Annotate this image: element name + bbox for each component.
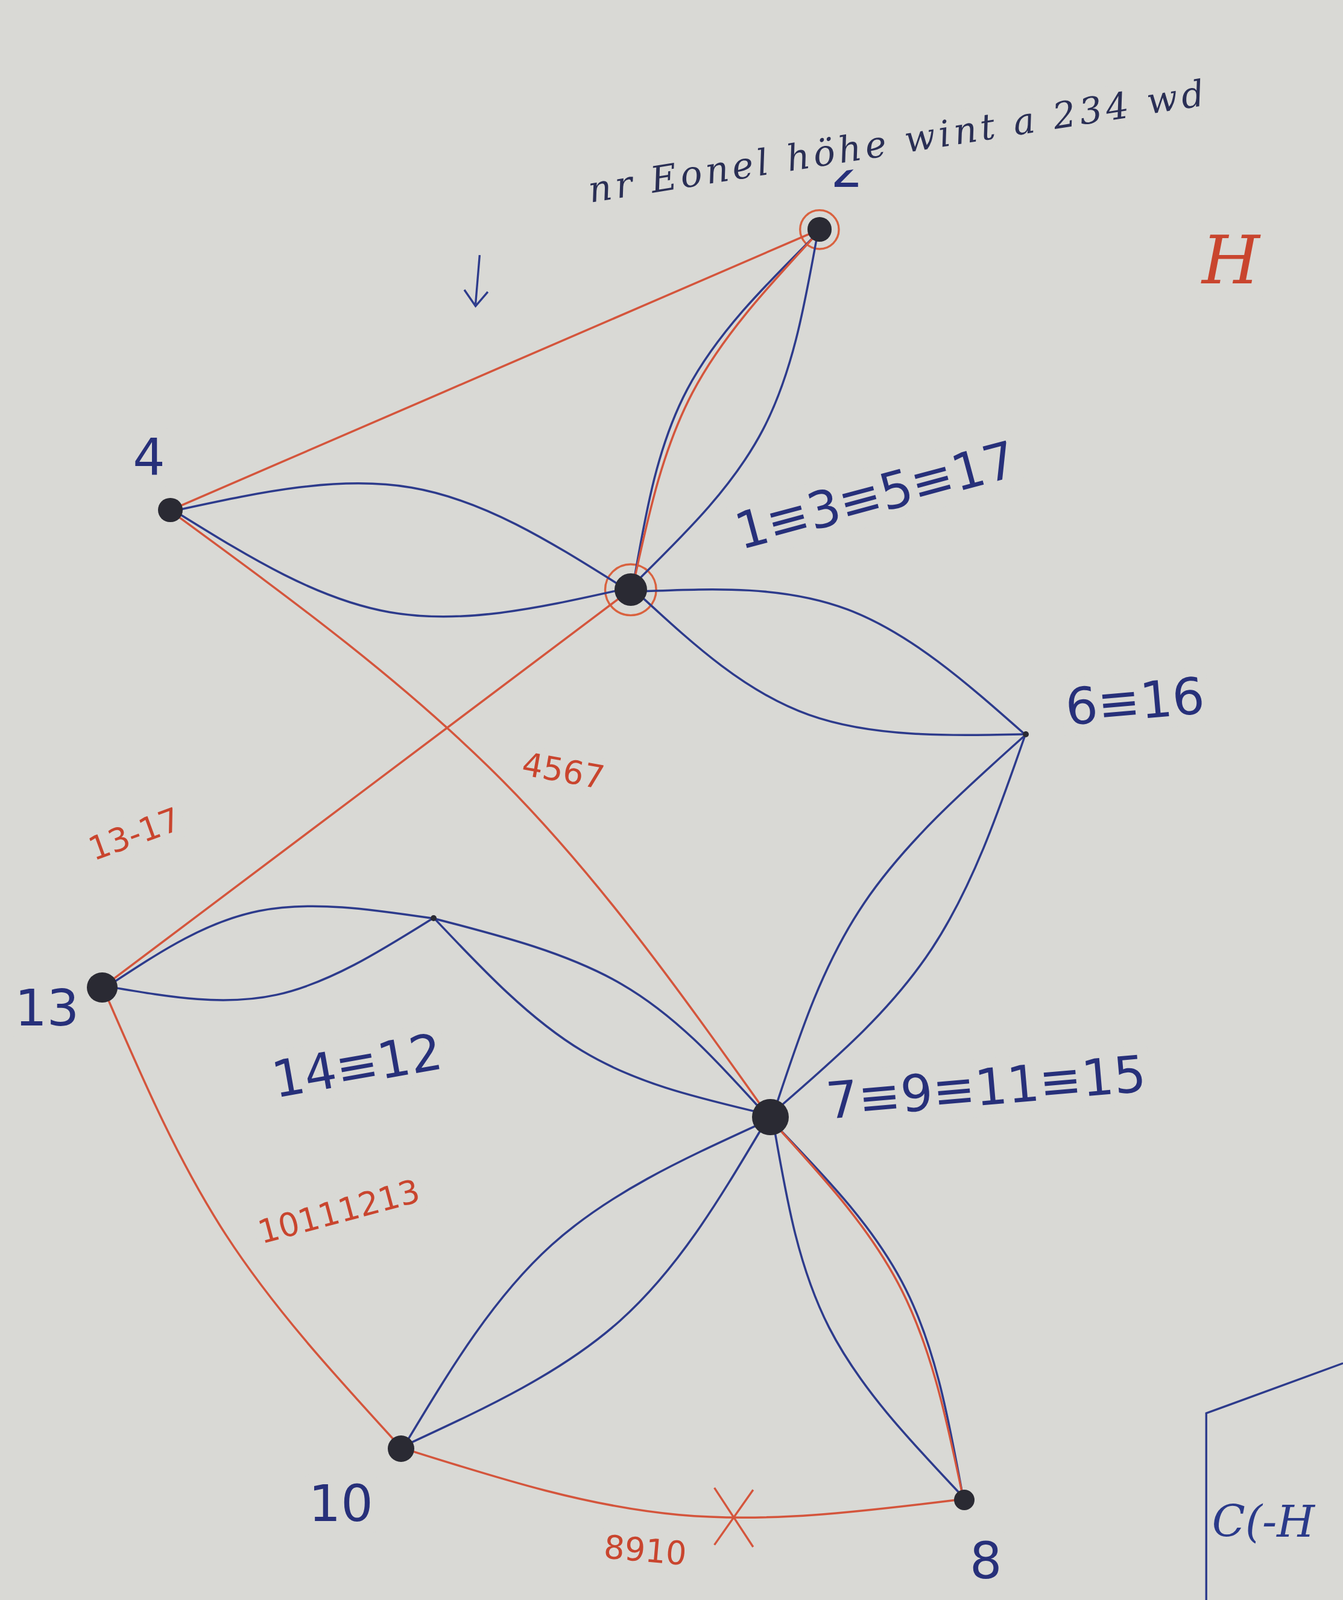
box-outline xyxy=(1206,1363,1343,1600)
vertex-dot: 2 xyxy=(807,217,833,242)
graph-edge xyxy=(413,1452,955,1518)
graph-edge xyxy=(436,919,757,1106)
graph-edge xyxy=(781,1131,962,1491)
graph-edge xyxy=(647,589,1024,734)
vertex-dot: 7≡9≡11≡15 xyxy=(752,1099,789,1137)
vertex-dot: 6≡16 xyxy=(1022,731,1029,738)
vertex-label: 6≡16 xyxy=(1059,666,1211,738)
graph-edge xyxy=(781,1131,962,1491)
vertex-dot: 8 xyxy=(954,1490,975,1511)
graph-edge xyxy=(777,736,1024,1101)
graph-edge xyxy=(181,234,809,506)
vertex-dot: 10 xyxy=(387,1435,415,1463)
graph-edge xyxy=(408,1126,755,1439)
pointer-arrow xyxy=(464,255,488,307)
graph-edge xyxy=(113,599,618,979)
graph-edge xyxy=(412,1131,760,1442)
vertex-label: 13 xyxy=(10,979,83,1038)
highlight-ring xyxy=(800,210,839,250)
highlight-ring xyxy=(605,564,657,616)
vertex-label: 4 xyxy=(129,428,169,487)
edge-label: 13-17 xyxy=(80,799,189,871)
vertex-dot: 4 xyxy=(158,498,183,523)
graph-edge xyxy=(179,518,759,1103)
note-text: C(-H xyxy=(1208,1497,1319,1548)
vertex-label: 10 xyxy=(305,1475,377,1533)
graph-edge xyxy=(115,906,431,982)
note-text: H xyxy=(1198,222,1264,298)
vertex-label: 14≡12 xyxy=(264,1022,450,1111)
vertex-label: 8 xyxy=(966,1532,1006,1591)
graph-edge xyxy=(644,599,1023,736)
vertex-dot: 1≡3≡5≡17 xyxy=(614,573,648,607)
edge-label: 8910 xyxy=(598,1528,692,1574)
graph-edge xyxy=(117,919,432,1001)
graph-edge xyxy=(436,920,754,1112)
note-text: nr Eonel höhe wint a 234 wd xyxy=(581,70,1215,212)
edge-label: 4567 xyxy=(515,744,611,798)
graph-edge xyxy=(775,1134,959,1492)
graph-edge xyxy=(783,737,1025,1105)
edge-label: 10111213 xyxy=(250,1171,427,1254)
vertex-dot: 13 xyxy=(86,972,118,1004)
vertex-label: 7≡9≡11≡15 xyxy=(820,1044,1152,1131)
vertex-label: 1≡3≡5≡17 xyxy=(725,429,1027,563)
vertex-dot: 14≡12 xyxy=(430,915,437,922)
